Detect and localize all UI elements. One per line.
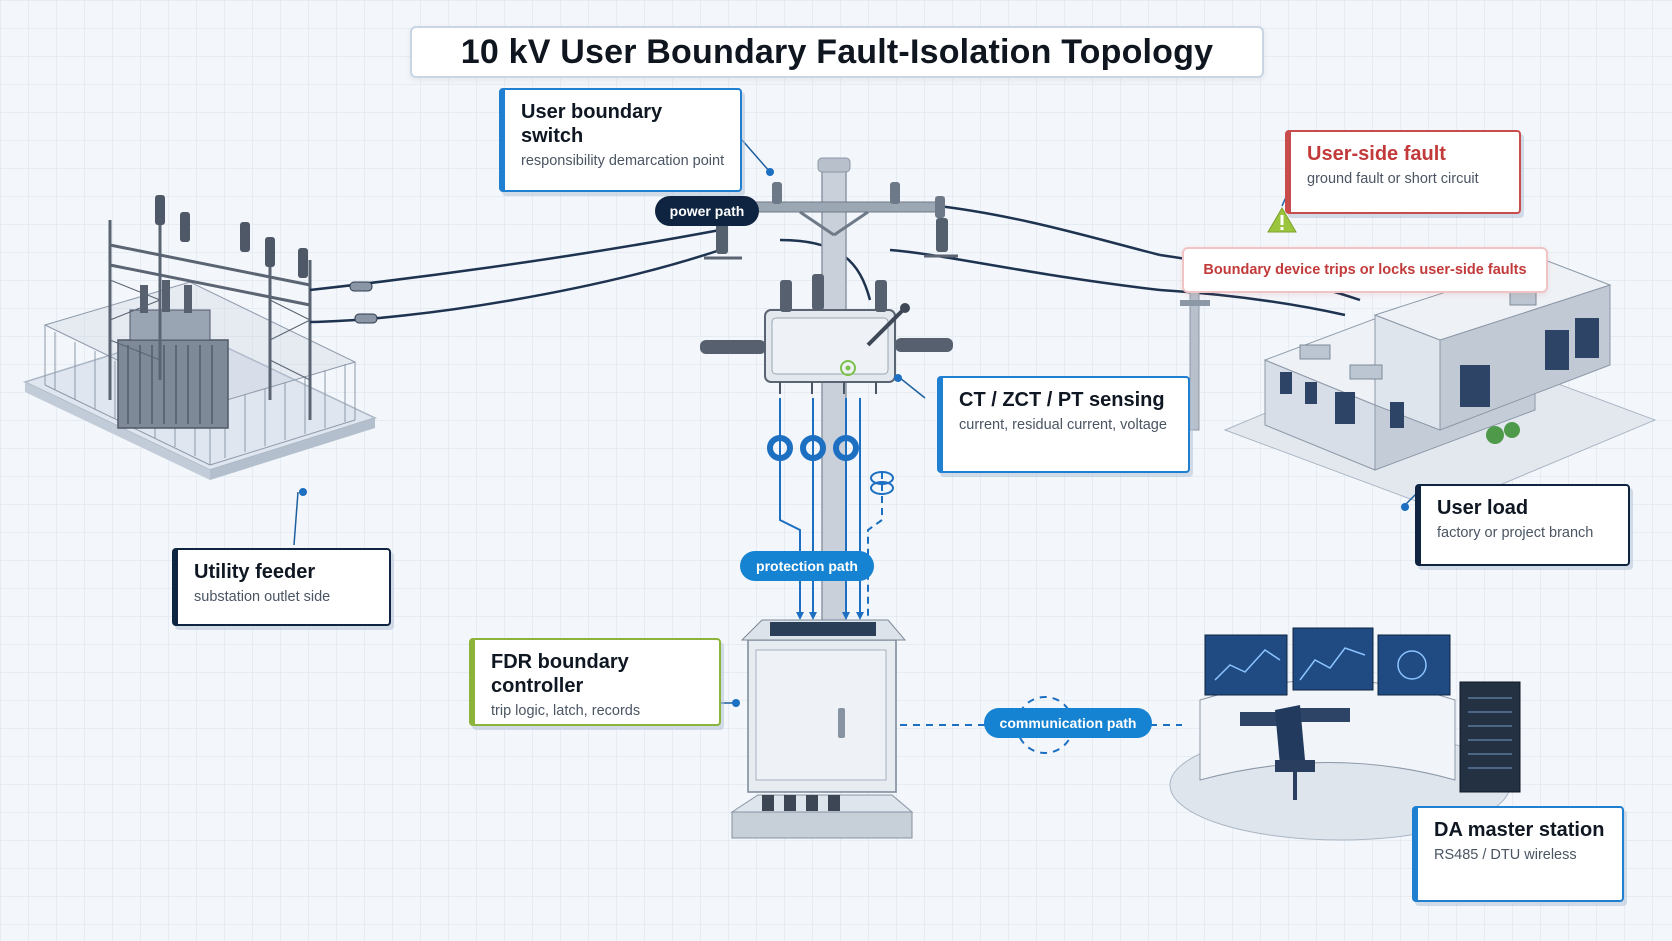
card-subtitle: substation outlet side (194, 589, 331, 605)
card-title: User boundary switch (521, 101, 663, 147)
fault-action-banner: Boundary device trips or locks user-side… (1182, 247, 1548, 293)
power-path-label: power path (655, 196, 759, 226)
warning-icon (1267, 207, 1297, 233)
protection-path-label: protection path (740, 551, 874, 581)
user-side-fault-card: User-side fault ground fault or short ci… (1285, 130, 1521, 214)
user-load-card: User load factory or project branch (1415, 484, 1630, 566)
user-load-building (1180, 259, 1657, 511)
card-title: FDR boundary controller (491, 651, 629, 697)
fdr-controller-card: FDR boundary controller trip logic, latc… (469, 638, 721, 726)
card-subtitle: RS485 / DTU wireless (1434, 847, 1577, 863)
card-subtitle: current, residual current, voltage (959, 417, 1167, 433)
card-title: User-side fault (1307, 143, 1446, 165)
line-insulators (349, 281, 378, 324)
card-title: CT / ZCT / PT sensing (959, 389, 1165, 411)
card-title: Utility feeder (194, 561, 316, 583)
card-title: User load (1437, 497, 1529, 519)
user-boundary-switch-card: User boundary switch responsibility dema… (499, 88, 742, 192)
fdr-cabinet (730, 619, 914, 839)
da-master-station-card: DA master station RS485 / DTU wireless (1412, 806, 1624, 902)
boundary-switch-device (700, 274, 953, 394)
card-subtitle: responsibility demarcation point (521, 153, 725, 169)
card-subtitle: factory or project branch (1437, 525, 1594, 541)
card-title: DA master station (1434, 819, 1605, 841)
card-subtitle: ground fault or short circuit (1307, 171, 1479, 187)
card-subtitle: trip logic, latch, records (491, 703, 641, 719)
utility-feeder-card: Utility feeder substation outlet side (172, 548, 391, 626)
communication-path-label: communication path (984, 708, 1152, 738)
da-control-room (1169, 627, 1521, 841)
page-title: 10 kV User Boundary Fault-Isolation Topo… (410, 26, 1264, 78)
ct-sensing-card: CT / ZCT / PT sensing current, residual … (937, 376, 1190, 473)
substation-illustration (22, 195, 378, 480)
communication-path-line (900, 696, 1182, 754)
